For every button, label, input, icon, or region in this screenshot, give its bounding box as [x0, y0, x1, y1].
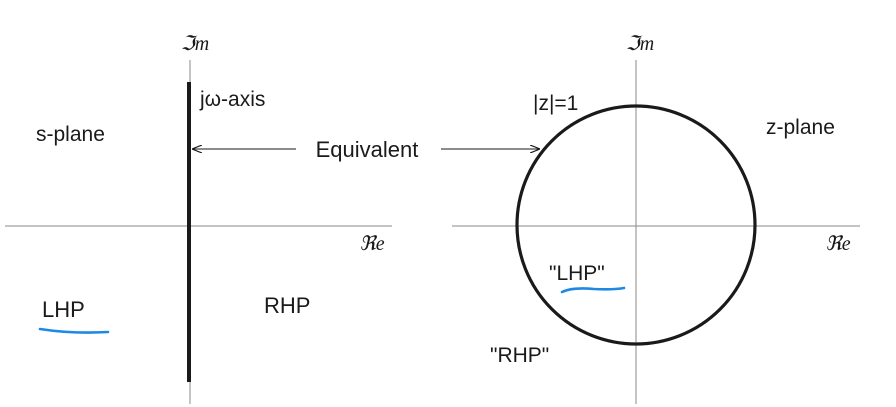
- z-plane-diagram: ℑm ℜe |z|=1 z-plane "LHP" "RHP": [452, 33, 860, 404]
- z-plane-lhp-label: "LHP": [549, 262, 605, 285]
- equivalent-label: Equivalent: [316, 137, 419, 162]
- unit-circle: [515, 104, 757, 346]
- s-plane-rhp-label: RHP: [264, 293, 310, 318]
- s-plane-title: s-plane: [36, 123, 105, 146]
- s-plane-im-label: ℑm: [181, 33, 209, 55]
- s-plane-diagram: ℑm ℜe jω-axis s-plane LHP RHP: [5, 33, 392, 404]
- jw-axis-label: jω-axis: [199, 88, 265, 111]
- s-plane-re-label: ℜe: [359, 233, 384, 255]
- equivalent-connector: Equivalent: [193, 137, 539, 162]
- z-plane-re-label: ℜe: [825, 233, 850, 255]
- z-plane-title: z-plane: [766, 116, 835, 139]
- z-plane-im-label: ℑm: [626, 33, 654, 55]
- lhp-highlight-underline: [38, 327, 110, 334]
- unit-circle-label: |z|=1: [533, 92, 578, 115]
- z-lhp-highlight-underline: [560, 286, 626, 294]
- s-plane-lhp-label: LHP: [42, 297, 85, 322]
- z-plane-rhp-label: "RHP": [490, 344, 549, 367]
